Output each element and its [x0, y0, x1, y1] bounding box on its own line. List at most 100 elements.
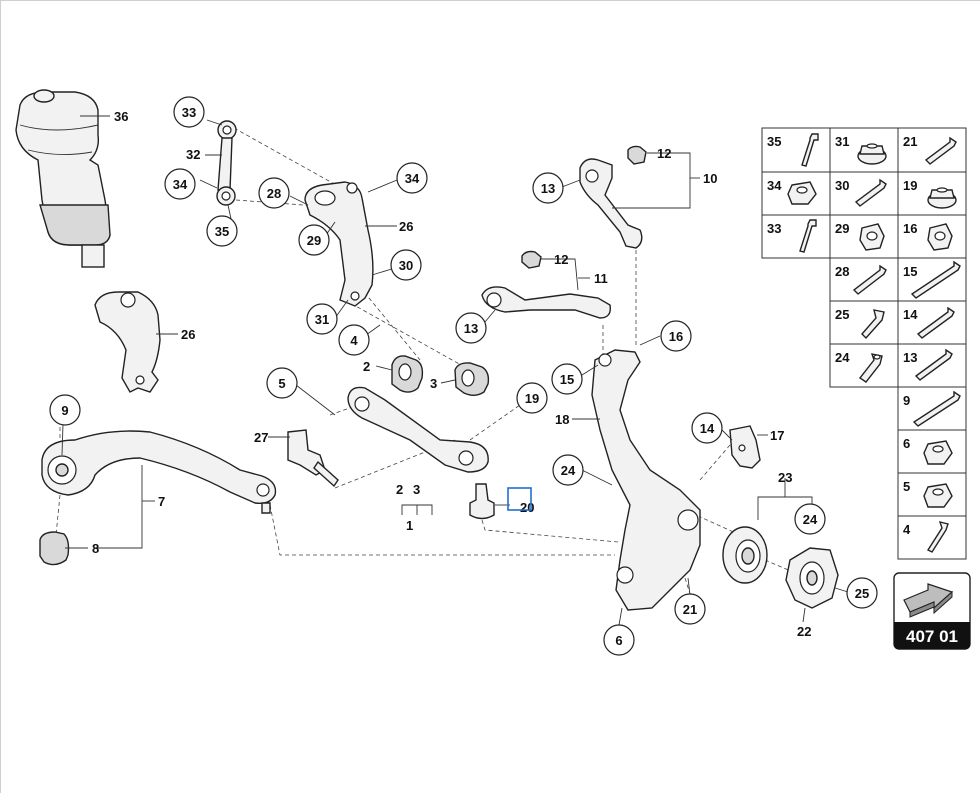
label-23[interactable]: 23 — [778, 470, 792, 485]
callout-29[interactable]: 29 — [298, 224, 330, 256]
hw-cell-5[interactable]: 5 — [897, 472, 967, 517]
hw-cell-31[interactable]: 31 — [829, 127, 899, 173]
callout-35-a[interactable]: 35 — [206, 215, 238, 247]
callout-30[interactable]: 30 — [390, 249, 422, 281]
label-17[interactable]: 17 — [770, 428, 784, 443]
sensor-part — [287, 429, 339, 488]
label-2-bushing[interactable]: 2 — [363, 359, 370, 374]
ball-joint-part — [469, 483, 495, 520]
callout-label: 16 — [669, 329, 683, 344]
callout-21[interactable]: 21 — [674, 593, 706, 625]
callout-label: 29 — [307, 233, 321, 248]
hex-nut-icon — [923, 483, 953, 508]
long-bolt-icon — [910, 260, 961, 299]
upper-arm-10-part — [579, 145, 647, 249]
callout-label: 24 — [561, 463, 576, 478]
callout-14[interactable]: 14 — [691, 412, 723, 444]
label-7[interactable]: 7 — [158, 494, 165, 509]
label-20[interactable]: 20 — [520, 500, 534, 515]
bushing-8-part — [39, 531, 70, 566]
label-11[interactable]: 11 — [594, 271, 608, 286]
hw-label: 29 — [835, 221, 849, 236]
label-10[interactable]: 10 — [703, 171, 717, 186]
callout-label: 34 — [405, 171, 420, 186]
bolt-icon — [861, 309, 885, 340]
hw-cell-29[interactable]: 29 — [829, 214, 899, 259]
callout-9[interactable]: 9 — [49, 394, 81, 426]
callout-label: 14 — [700, 421, 715, 436]
callout-24-b[interactable]: 24 — [794, 503, 826, 535]
hw-cell-21[interactable]: 21 — [897, 127, 967, 173]
hw-cell-35[interactable]: 35 — [761, 127, 831, 173]
label-12-middle[interactable]: 12 — [554, 252, 568, 267]
hw-label: 25 — [835, 307, 849, 322]
label-8[interactable]: 8 — [92, 541, 99, 556]
callout-33-a[interactable]: 33 — [173, 96, 205, 128]
hw-cell-16[interactable]: 16 — [897, 214, 967, 259]
diagram-code-badge[interactable]: 407 01 — [893, 572, 971, 650]
selection-highlight — [507, 487, 532, 511]
callout-19[interactable]: 19 — [516, 382, 548, 414]
bolt-icon — [801, 133, 819, 167]
hw-cell-34[interactable]: 34 — [761, 171, 831, 216]
callout-5[interactable]: 5 — [266, 367, 298, 399]
callout-13-b[interactable]: 13 — [455, 312, 487, 344]
callout-4[interactable]: 4 — [338, 324, 370, 356]
hw-label: 13 — [903, 350, 917, 365]
long-bolt-icon — [912, 390, 961, 427]
hw-cell-15[interactable]: 15 — [897, 257, 967, 302]
label-26-left[interactable]: 26 — [181, 327, 195, 342]
callout-28[interactable]: 28 — [258, 177, 290, 209]
air-strut-part — [15, 89, 111, 268]
callout-15[interactable]: 15 — [551, 363, 583, 395]
label-36[interactable]: 36 — [114, 109, 128, 124]
hw-cell-6[interactable]: 6 — [897, 429, 967, 474]
hw-cell-4[interactable]: 4 — [897, 515, 967, 560]
callout-34-a[interactable]: 34 — [164, 168, 196, 200]
callout-25[interactable]: 25 — [846, 577, 878, 609]
wheel-bearing-part — [722, 526, 768, 584]
callout-label: 9 — [61, 403, 68, 418]
label-12-top[interactable]: 12 — [657, 146, 671, 161]
callout-label: 24 — [803, 512, 818, 527]
upper-arm-11-part — [481, 250, 611, 319]
hw-cell-30[interactable]: 30 — [829, 171, 899, 216]
hw-label: 31 — [835, 134, 849, 149]
diagram-code: 407 01 — [906, 627, 958, 646]
frame-left-edge — [0, 0, 1, 793]
callout-label: 30 — [399, 258, 413, 273]
front-arm-part — [41, 430, 277, 514]
callout-31[interactable]: 31 — [306, 303, 338, 335]
label-18[interactable]: 18 — [555, 412, 569, 427]
label-3-group[interactable]: 3 — [413, 482, 420, 497]
label-27[interactable]: 27 — [254, 430, 268, 445]
label-1[interactable]: 1 — [406, 518, 413, 533]
hw-cell-25[interactable]: 25 — [829, 300, 899, 345]
hw-cell-14[interactable]: 14 — [897, 300, 967, 345]
knuckle-part — [591, 349, 701, 611]
callout-label: 13 — [541, 181, 555, 196]
hw-cell-24[interactable]: 24 — [829, 343, 899, 388]
callout-6[interactable]: 6 — [603, 624, 635, 656]
hw-cell-28[interactable]: 28 — [829, 257, 899, 302]
callout-label: 13 — [464, 321, 478, 336]
callout-24-a[interactable]: 24 — [552, 454, 584, 486]
label-2-group[interactable]: 2 — [396, 482, 403, 497]
hw-cell-19[interactable]: 19 — [897, 171, 967, 216]
hw-cell-13[interactable]: 13 — [897, 343, 967, 388]
hw-label: 21 — [903, 134, 917, 149]
callout-13-a[interactable]: 13 — [532, 172, 564, 204]
label-26-upper[interactable]: 26 — [399, 219, 413, 234]
hw-cell-33[interactable]: 33 — [761, 214, 831, 259]
label-22[interactable]: 22 — [797, 624, 811, 639]
callout-label: 5 — [278, 376, 285, 391]
label-3-bushing[interactable]: 3 — [430, 376, 437, 391]
callout-34-b[interactable]: 34 — [396, 162, 428, 194]
callout-label: 31 — [315, 312, 329, 327]
callout-label: 28 — [267, 186, 281, 201]
callout-label: 34 — [173, 177, 188, 192]
label-32[interactable]: 32 — [186, 147, 200, 162]
callout-16[interactable]: 16 — [660, 320, 692, 352]
hw-cell-9[interactable]: 9 — [897, 386, 967, 431]
